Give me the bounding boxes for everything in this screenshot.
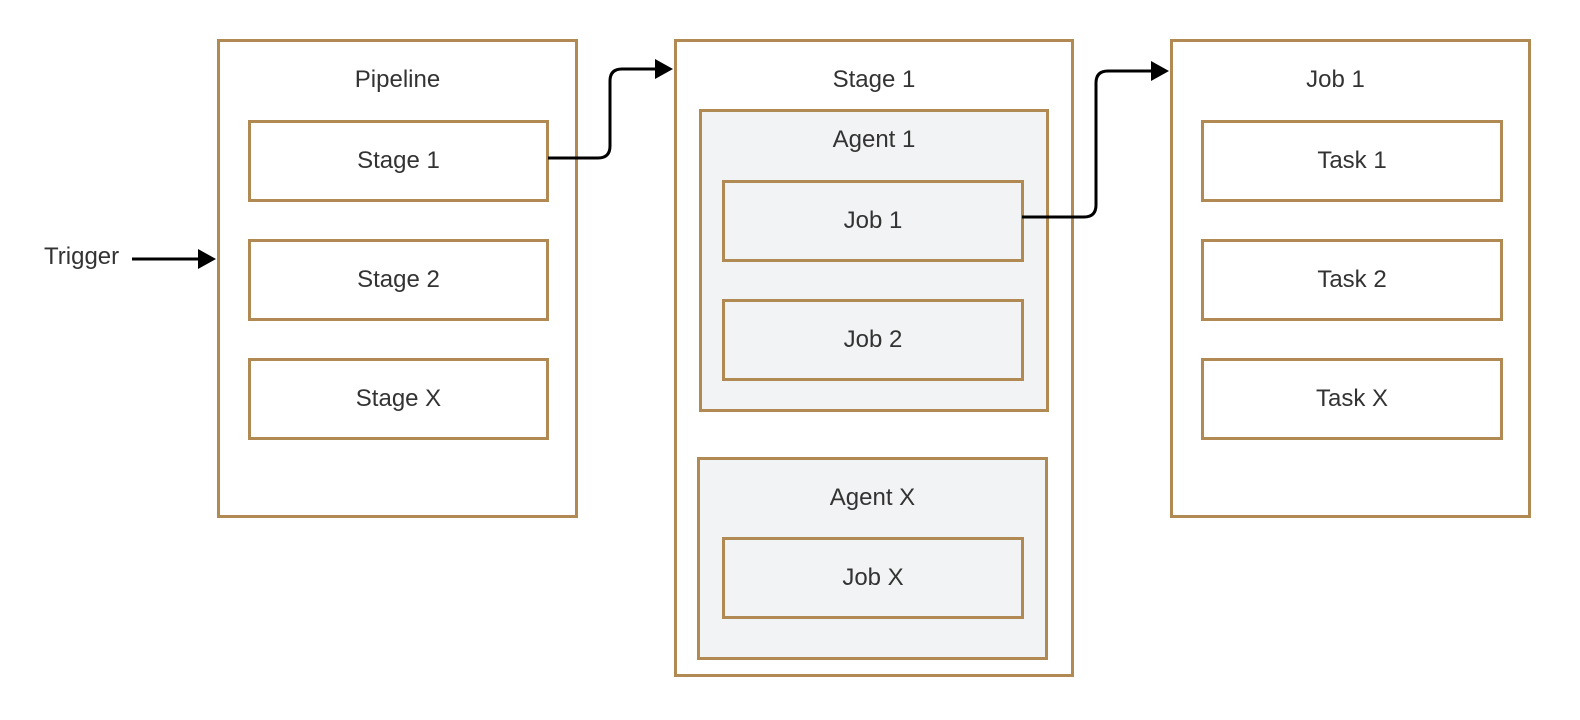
agent-x-container: Agent X Job X [697,457,1048,660]
job-task-1-label: Task 1 [1317,147,1387,174]
job-detail-title: Job 1 [1306,66,1365,93]
job-detail-container: Job 1 Task 1 Task 2 Task X [1170,39,1531,518]
trigger-label: Trigger [44,243,120,270]
agent-1-job-1: Job 1 [722,180,1024,262]
agent-1-container: Agent 1 Job 1 Job 2 [699,109,1049,412]
job-task-2: Task 2 [1201,239,1503,321]
stage-detail-container: Stage 1 Agent 1 Job 1 Job 2 Agent X Job … [674,39,1074,677]
stage-1-connector-arrowhead [655,59,673,79]
agent-x-job-x: Job X [722,537,1024,619]
pipeline-container: Pipeline Stage 1 Stage 2 Stage X [217,39,578,518]
pipeline-stage-1-label: Stage 1 [357,147,440,174]
job-task-1: Task 1 [1201,120,1503,202]
agent-x-title: Agent X [829,484,916,511]
pipeline-stage-2-label: Stage 2 [357,266,440,293]
job-task-2-label: Task 2 [1317,266,1387,293]
agent-1-job-2: Job 2 [722,299,1024,381]
agent-x-job-x-label: Job X [842,564,904,591]
job-task-x-label: Task X [1315,385,1389,412]
trigger-arrowhead [198,249,216,269]
agent-1-job-2-label: Job 2 [843,326,903,353]
agent-1-job-1-label: Job 1 [843,207,903,234]
pipeline-stage-1: Stage 1 [248,120,549,202]
pipeline-title: Pipeline [354,66,441,93]
pipeline-stage-x: Stage X [248,358,549,440]
stage-detail-title: Stage 1 [832,66,916,93]
agent-1-title: Agent 1 [832,126,916,153]
pipeline-stage-x-label: Stage X [355,385,442,412]
pipeline-stage-2: Stage 2 [248,239,549,321]
job-task-x: Task X [1201,358,1503,440]
